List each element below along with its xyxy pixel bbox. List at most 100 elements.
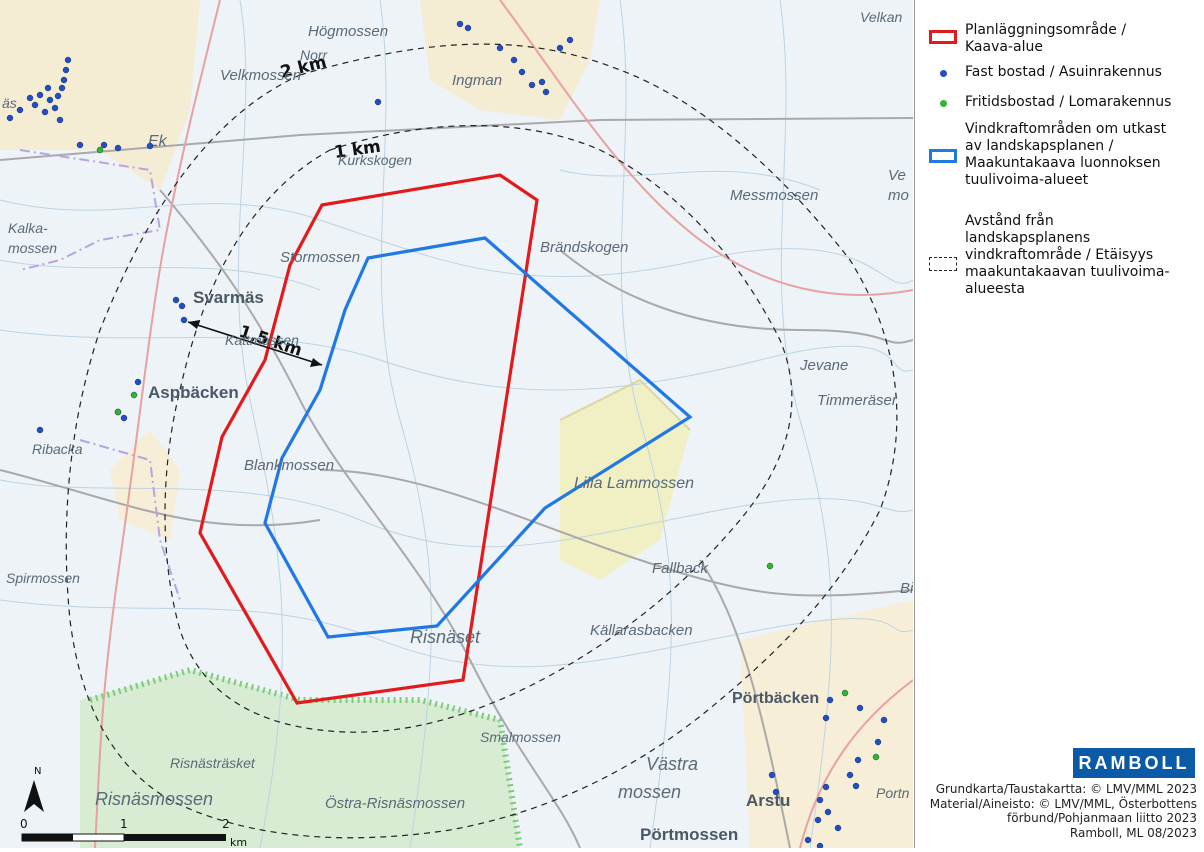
- scale-unit: km: [230, 836, 247, 848]
- place-name: Aspbäcken: [148, 383, 239, 402]
- measure-arrow-start: [188, 320, 200, 329]
- legend-label-plan: Planläggningsområde / Kaava-alue: [965, 22, 1127, 55]
- house-point: [566, 36, 574, 44]
- place-name: Smalmossen: [480, 729, 561, 745]
- municipal-border: [19, 149, 162, 271]
- house-point: [768, 771, 776, 779]
- wetland-area: [560, 380, 690, 580]
- house-point: [62, 66, 70, 74]
- place-name: Jevane: [799, 357, 848, 374]
- house-point: [100, 141, 108, 149]
- place-name: Högmossen: [308, 23, 388, 40]
- house-point: [826, 696, 834, 704]
- credit-line-3: förbund/Pohjanmaan liitto 2023: [1007, 811, 1197, 825]
- house-point: [816, 842, 824, 850]
- house-point: [822, 714, 830, 722]
- place-name: Stormossen: [280, 249, 360, 266]
- house-point: [134, 378, 142, 386]
- house-point: [834, 824, 842, 832]
- place-name: Fallback: [652, 560, 709, 577]
- nature-reserve-area: [80, 670, 520, 848]
- house-points: [6, 20, 888, 850]
- house-point: [772, 788, 780, 796]
- place-name: Kurkskogen: [338, 152, 412, 168]
- house-point: [510, 56, 518, 64]
- house-point: [46, 96, 54, 104]
- legend-symbol-holiday: [940, 100, 947, 107]
- credit-line-2: Material/Aineisto: © LMV/MML, Österbotte…: [929, 796, 1197, 811]
- house-point: [180, 316, 188, 324]
- legend-label-holiday: Fritidsbostad / Lomarakennus: [965, 94, 1172, 110]
- place-name: äs: [2, 95, 17, 111]
- holiday-point: [766, 562, 774, 570]
- credit-line-1: Grundkarta/Taustakartta: © LMV/MML 2023: [935, 782, 1197, 796]
- house-point: [846, 771, 854, 779]
- terrain-lines: [0, 0, 914, 849]
- holiday-point: [841, 689, 849, 697]
- place-name: Portn: [876, 785, 910, 801]
- house-point: [456, 20, 464, 28]
- house-point: [542, 88, 550, 96]
- place-name: Arstu: [746, 791, 790, 810]
- house-point: [31, 101, 39, 109]
- place-name: Velkan: [860, 9, 903, 25]
- place-name: Norr: [300, 47, 329, 63]
- scale-tick-0: 0: [20, 817, 28, 831]
- house-point: [178, 302, 186, 310]
- place-name: Timmeräser: [817, 392, 898, 409]
- municipal-border-2: [79, 439, 181, 601]
- house-point: [464, 24, 472, 32]
- place-name: Ve: [888, 167, 906, 184]
- legend-symbol-plan: [929, 30, 957, 44]
- place-name: mossen: [618, 782, 681, 802]
- place-name: Pörtbäcken: [732, 690, 819, 707]
- holiday-point: [114, 408, 122, 416]
- house-point: [114, 144, 122, 152]
- house-point: [6, 114, 14, 122]
- legend-symbol-house: [940, 70, 947, 77]
- place-name: Västra: [646, 754, 698, 774]
- legend-label-distance: Avstånd från landskapsplanens vindkrafto…: [965, 213, 1170, 297]
- legend-label-wind: Vindkraftområden om utkast av landskapsp…: [965, 121, 1167, 188]
- house-point: [824, 808, 832, 816]
- house-point: [120, 414, 128, 422]
- house-point: [816, 796, 824, 804]
- place-name: Risnäsmossen: [95, 789, 213, 809]
- place-name: Risnäset: [410, 627, 481, 647]
- field-area-se: [740, 600, 913, 848]
- house-point: [822, 783, 830, 791]
- house-point: [56, 116, 64, 124]
- field-area-n: [420, 0, 600, 120]
- house-point: [36, 91, 44, 99]
- house-point: [44, 84, 52, 92]
- house-point: [146, 142, 154, 150]
- house-point: [26, 94, 34, 102]
- buffer-1km: [164, 124, 793, 733]
- holiday-point: [96, 146, 104, 154]
- map-canvas: 2 km 1 km 1,5 km HögmossenNorrVelkmossen…: [0, 0, 914, 850]
- legend-symbol-distance: [929, 257, 957, 271]
- place-name: Brändskogen: [540, 239, 628, 256]
- measure-line: [187, 321, 323, 366]
- house-point: [814, 816, 822, 824]
- place-name: Ingman: [452, 72, 502, 89]
- holiday-points: [96, 146, 880, 761]
- house-point: [36, 426, 44, 434]
- place-name: Ribacka: [32, 441, 83, 457]
- scale-tick-2: 2: [222, 817, 230, 831]
- place-name: Velkmossen: [220, 67, 301, 84]
- holiday-point: [872, 753, 880, 761]
- north-arrow: N: [24, 766, 44, 812]
- legend-panel: Planläggningsområde / Kaava-alue Fast bo…: [914, 0, 1204, 848]
- legend-label-house: Fast bostad / Asuinrakennus: [965, 64, 1162, 80]
- scale-tick-1: 1: [120, 817, 128, 831]
- wetland-edge: [559, 378, 691, 431]
- credit-line-4: Ramboll, ML 08/2023: [1069, 825, 1197, 840]
- wind-area-polygon: [263, 236, 693, 639]
- place-name: Svarmäs: [193, 288, 264, 307]
- place-name: Östra-Risnäsmossen: [325, 794, 465, 812]
- house-point: [60, 76, 68, 84]
- house-point: [496, 44, 504, 52]
- place-name: Pörtmossen: [640, 825, 738, 844]
- place-name: Blankmossen: [244, 457, 334, 474]
